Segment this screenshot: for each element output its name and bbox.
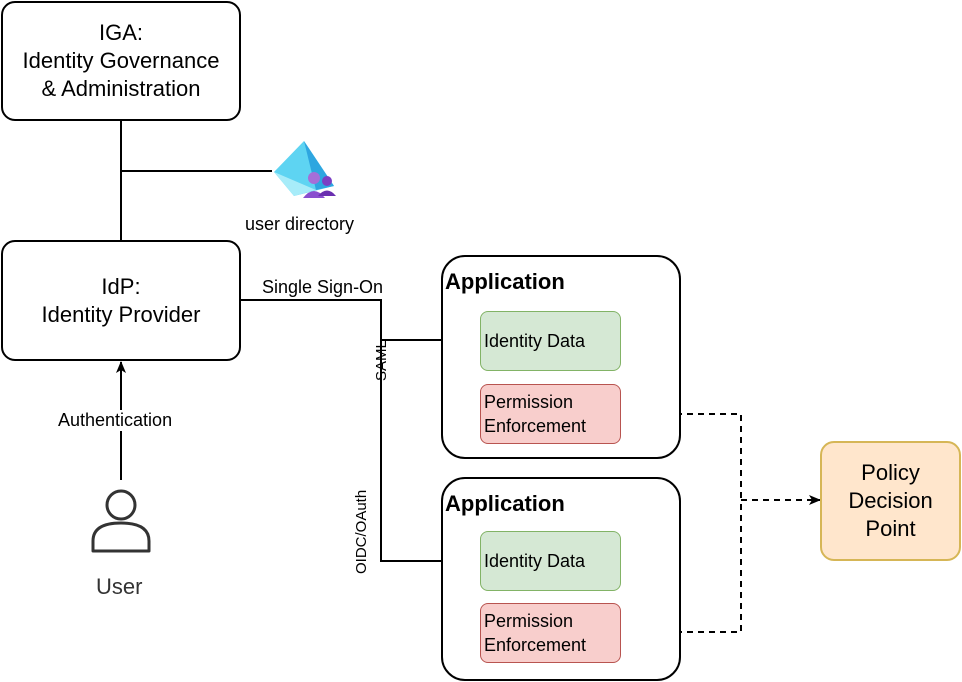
sso-label: Single Sign-On — [262, 277, 384, 298]
iga-line1: IGA: — [98, 20, 143, 45]
iga-line3: & Administration — [41, 76, 201, 101]
iga-node: IGA: Identity Governance & Administratio… — [1, 1, 241, 121]
identity-data-label: Identity Data — [484, 331, 586, 351]
idp-line1: IdP: — [101, 273, 141, 299]
user-directory-icon — [274, 141, 336, 198]
user-label: User — [96, 574, 143, 600]
permission-label-line2: Enforcement — [484, 635, 587, 655]
saml-label: SAML — [373, 340, 390, 381]
sso-saml-arrow — [241, 299, 481, 345]
pdp-link-top — [621, 413, 742, 500]
permission-label-line2: Enforcement — [484, 416, 587, 436]
oidc-label: OIDC/OAuth — [353, 489, 370, 574]
application-title: Application — [445, 491, 565, 516]
identity-data-box: Identity Data — [480, 311, 621, 371]
idp-line2: Identity Provider — [41, 301, 201, 327]
identity-data-box: Identity Data — [480, 531, 621, 591]
idp-node: IdP: Identity Provider — [1, 240, 241, 361]
permission-label-line1: Permission — [484, 392, 574, 412]
authentication-label: Authentication — [58, 410, 173, 431]
user-icon — [91, 489, 151, 553]
directory-label: user directory — [245, 214, 355, 234]
iga-line2: Identity Governance — [22, 48, 220, 73]
pdp-line3: Point — [865, 516, 916, 541]
permission-enforcement-box: Permission Enforcement — [480, 603, 621, 663]
application-title: Application — [445, 269, 565, 294]
permission-enforcement-box: Permission Enforcement — [480, 384, 621, 444]
pdp-line1: Policy — [861, 460, 920, 485]
permission-label-line1: Permission — [484, 611, 574, 631]
pdp-line2: Decision — [848, 488, 933, 513]
identity-data-label: Identity Data — [484, 551, 586, 571]
policy-decision-point-node: Policy Decision Point — [820, 441, 961, 561]
